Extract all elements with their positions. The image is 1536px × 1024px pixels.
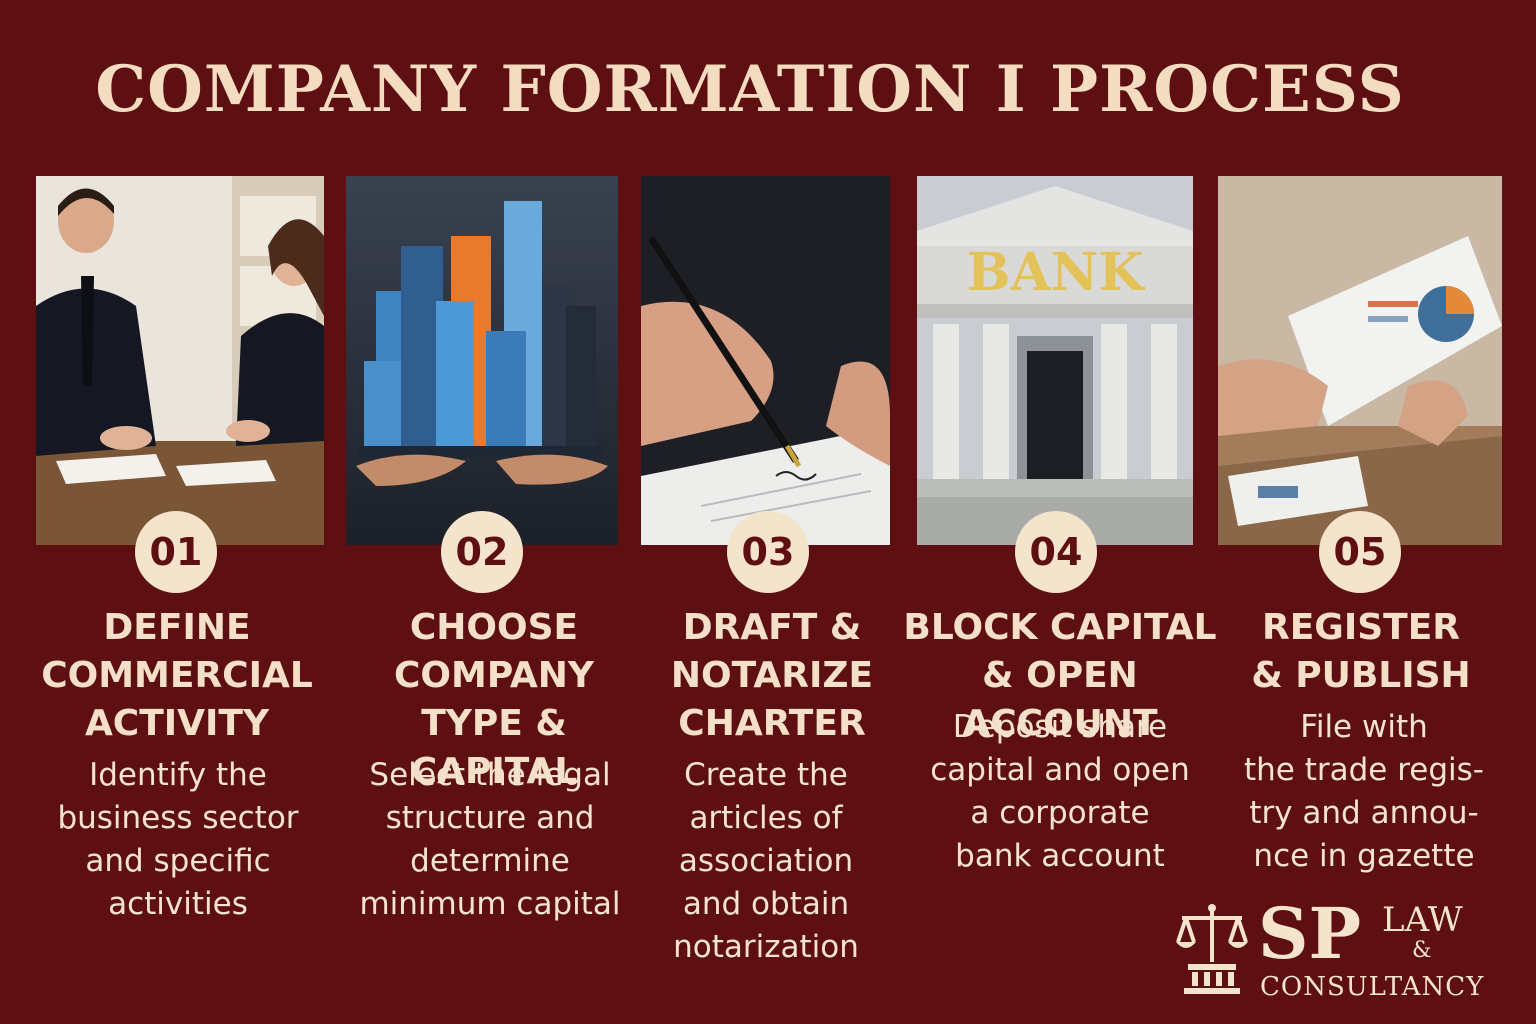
- step-description-5: File with the trade regis- try and annou…: [1244, 709, 1484, 874]
- step-description-3: Create the articles of association and o…: [673, 757, 859, 965]
- step-number-badge-2: 02: [441, 511, 523, 593]
- step-number-badge-3: 03: [727, 511, 809, 593]
- photo-signing-document: [641, 176, 890, 545]
- logo-law-text: LAW: [1382, 900, 1463, 940]
- step-title-4: BLOCK CAPITAL & OPEN ACCOUNT: [903, 607, 1217, 744]
- scales-of-justice-icon: [1176, 904, 1248, 994]
- step-number-badge-1: 01: [135, 511, 217, 593]
- bank-sign-text: BANK: [966, 242, 1145, 303]
- photo-bank-building: BANK: [917, 176, 1193, 545]
- step-title-2: CHOOSE COMPANY TYPE & CAPITAL: [394, 607, 594, 792]
- photo-business-meeting: [36, 176, 324, 545]
- photo-reviewing-reports: [1218, 176, 1502, 545]
- step-title-5: REGISTER & PUBLISH: [1251, 607, 1471, 696]
- step-title-3: DRAFT & NOTARIZE CHARTER: [670, 607, 874, 744]
- photo-city-model: [346, 176, 618, 545]
- step-number-badge-4: 04: [1015, 511, 1097, 593]
- step-description-1: Identify the business sector and specifi…: [57, 757, 299, 922]
- logo-ampersand: &: [1412, 938, 1432, 963]
- step-description-4: Deposit share capital and open a corpora…: [930, 709, 1190, 874]
- page-title: COMPANY FORMATION I PROCESS: [95, 52, 1405, 127]
- logo-sp-text: SP: [1258, 892, 1362, 975]
- step-number-badge-5: 05: [1319, 511, 1401, 593]
- step-description-2: Select the legal structure and determine…: [359, 757, 621, 922]
- step-title-1: DEFINE COMMERCIAL ACTIVITY: [41, 607, 313, 744]
- logo-consultancy-text: CONSULTANCY: [1260, 972, 1485, 1002]
- company-logo: SP LAW & CONSULTANCY: [1170, 892, 1490, 1006]
